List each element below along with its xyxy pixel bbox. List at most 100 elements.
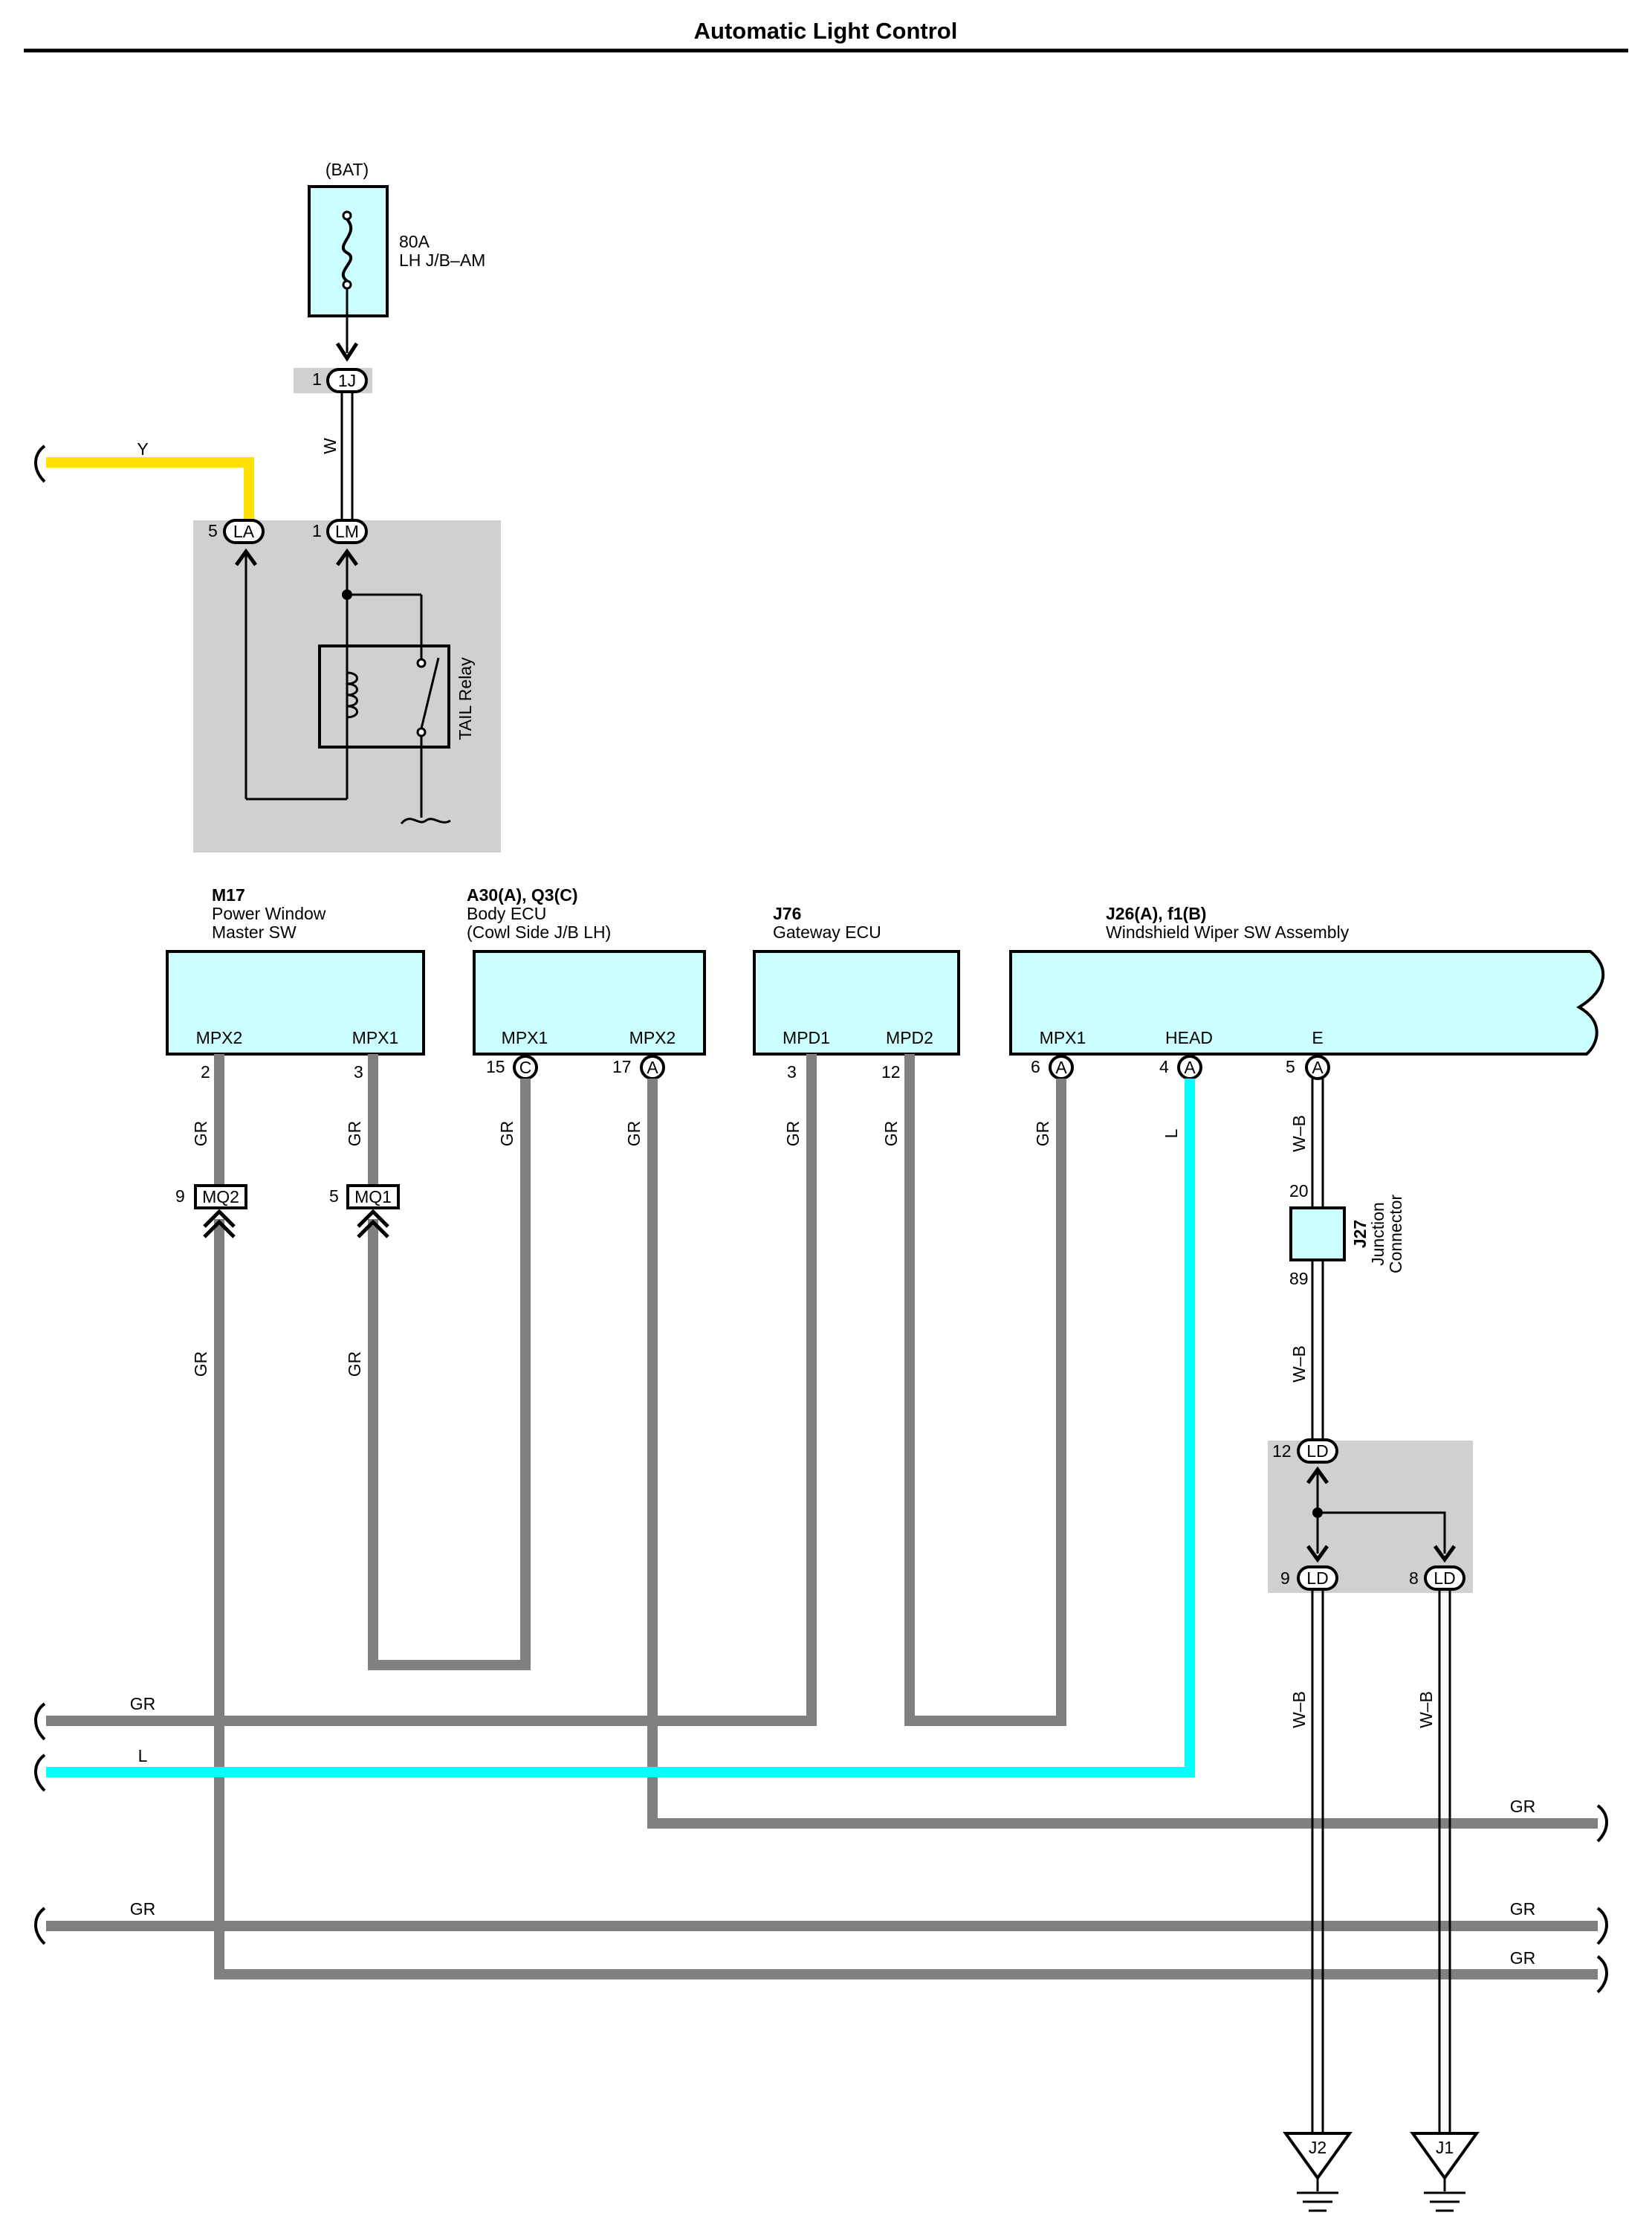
wire-y-label: Y bbox=[137, 439, 148, 459]
ecu-gateway-box bbox=[753, 950, 960, 1056]
pin-number: 6 bbox=[1031, 1057, 1040, 1076]
relay-contact-icon bbox=[416, 658, 427, 668]
pin-letter: A bbox=[1184, 1058, 1196, 1077]
connector-ld-out2-code: LD bbox=[1434, 1568, 1455, 1588]
connector-mq1 bbox=[346, 1184, 400, 1209]
j27-pin-top: 20 bbox=[1289, 1181, 1309, 1200]
wire-break-icon bbox=[34, 1754, 46, 1792]
wire-l-head bbox=[46, 1079, 1195, 1777]
wire-gr-body-mpx2 bbox=[647, 1079, 1598, 1829]
ground-j1-label: J1 bbox=[1436, 2138, 1454, 2157]
relay-coil-icon bbox=[346, 671, 358, 719]
wire-w-label: W bbox=[320, 438, 340, 454]
j27-line1: Junction bbox=[1368, 1202, 1387, 1266]
connector-ld-out1-code: LD bbox=[1306, 1568, 1328, 1588]
pin-letter: A bbox=[1055, 1058, 1067, 1077]
wire-break-icon bbox=[1596, 1907, 1608, 1945]
ld-bus bbox=[1318, 1511, 1446, 1554]
connector-la bbox=[223, 519, 265, 544]
connector-mq1-code: MQ1 bbox=[354, 1187, 392, 1206]
wire-label: GR bbox=[881, 1121, 901, 1147]
relay-switch-icon bbox=[420, 657, 440, 729]
junction-connector-j27 bbox=[1289, 1206, 1346, 1261]
connector-ld-out1-pin: 9 bbox=[1280, 1568, 1290, 1588]
relay-contact-icon bbox=[416, 727, 427, 737]
pin-letter: A bbox=[647, 1058, 658, 1077]
component-m17-name1: Power Window bbox=[212, 904, 326, 923]
wire-label: GR bbox=[497, 1121, 516, 1147]
pin-number: 4 bbox=[1159, 1057, 1169, 1076]
double-arrow-icon bbox=[357, 1209, 389, 1238]
pin-number: 3 bbox=[354, 1062, 363, 1082]
component-gateway-id: J76 bbox=[773, 904, 801, 923]
ground-icon bbox=[1410, 2132, 1480, 2212]
connector-mq2 bbox=[194, 1184, 247, 1209]
connector-ld-out2 bbox=[1424, 1565, 1465, 1591]
wire-label: W–B bbox=[1289, 1115, 1309, 1152]
terminal-label: MPX1 bbox=[1040, 1028, 1086, 1047]
terminal-label: MPX1 bbox=[502, 1028, 548, 1047]
wire-label: L bbox=[138, 1746, 148, 1765]
wire-label: GR bbox=[783, 1121, 803, 1147]
connector-1j bbox=[326, 368, 368, 393]
pin-letter: C bbox=[519, 1058, 532, 1077]
arrow-icon bbox=[335, 342, 359, 362]
pin-number: 12 bbox=[881, 1062, 901, 1082]
connector-la-pin: 5 bbox=[208, 521, 218, 540]
fuse-rating: 80A bbox=[399, 232, 430, 251]
component-m17-id: M17 bbox=[212, 885, 245, 905]
terminal-label: MPX1 bbox=[352, 1028, 399, 1047]
arrow-icon bbox=[1306, 1466, 1329, 1484]
connector-mq2-code: MQ2 bbox=[202, 1187, 239, 1206]
page-title: Automatic Light Control bbox=[694, 18, 958, 44]
wire-label: GR bbox=[1510, 1797, 1536, 1816]
wire-label: GR bbox=[624, 1121, 644, 1147]
ecu-wiper-box bbox=[1009, 950, 1605, 1056]
wire-label: GR bbox=[130, 1899, 156, 1919]
connector-la-code: LA bbox=[233, 522, 255, 541]
wire-break-icon bbox=[1596, 1955, 1608, 1994]
wire-gr-gateway-mpd1 bbox=[46, 1054, 817, 1726]
component-gateway-name1: Gateway ECU bbox=[773, 922, 881, 942]
terminal-label: MPD2 bbox=[886, 1028, 933, 1047]
pin-number: 5 bbox=[1286, 1057, 1295, 1076]
connector-ld-in bbox=[1297, 1438, 1338, 1464]
pin-number: 15 bbox=[486, 1057, 505, 1076]
terminal-label: MPX2 bbox=[629, 1028, 676, 1047]
ecu-m17-box bbox=[166, 950, 425, 1056]
j27-id: J27 bbox=[1350, 1220, 1370, 1248]
wire-break-icon bbox=[1596, 1804, 1608, 1843]
connector-ld-in-code: LD bbox=[1306, 1441, 1328, 1461]
wire-label: GR bbox=[345, 1121, 364, 1147]
connector-lm-pin: 1 bbox=[312, 521, 322, 540]
arrow-icon bbox=[1433, 1545, 1457, 1563]
wire-gr-gateway-mpd2 bbox=[904, 1054, 1066, 1726]
connector-1j-code: 1J bbox=[338, 371, 356, 390]
wire-label: W–B bbox=[1289, 1691, 1309, 1728]
wire-gr-mpx1-loop bbox=[368, 1079, 531, 1670]
arrow-icon bbox=[234, 548, 258, 566]
pin-number: 2 bbox=[201, 1062, 210, 1082]
relay-name: TAIL Relay bbox=[456, 657, 475, 740]
component-body-ecu-id: A30(A), Q3(C) bbox=[467, 885, 578, 905]
terminal-label: HEAD bbox=[1165, 1028, 1213, 1047]
pin-letter-marker bbox=[1305, 1055, 1330, 1080]
connector-mq2-pin: 9 bbox=[175, 1186, 185, 1206]
connector-mq1-pin: 5 bbox=[329, 1186, 339, 1206]
pin-number: 3 bbox=[787, 1062, 797, 1082]
arrow-icon bbox=[1306, 1545, 1329, 1563]
wire-break-icon bbox=[34, 1907, 46, 1945]
pin-letter: A bbox=[1312, 1058, 1324, 1077]
wire-gr-bus-bottom bbox=[214, 1219, 1598, 1979]
wire-label: GR bbox=[1033, 1121, 1052, 1147]
relay-output-break-icon bbox=[400, 818, 451, 825]
fuse-source-label: (BAT) bbox=[325, 160, 369, 179]
arrow-icon bbox=[335, 548, 359, 566]
wire-label: GR bbox=[1510, 1899, 1536, 1919]
tail-relay-box bbox=[318, 644, 450, 749]
wire-label: W–B bbox=[1289, 1345, 1309, 1383]
wire-label: GR bbox=[191, 1351, 210, 1377]
double-arrow-icon bbox=[203, 1209, 236, 1238]
component-body-ecu-name1: Body ECU bbox=[467, 904, 546, 923]
